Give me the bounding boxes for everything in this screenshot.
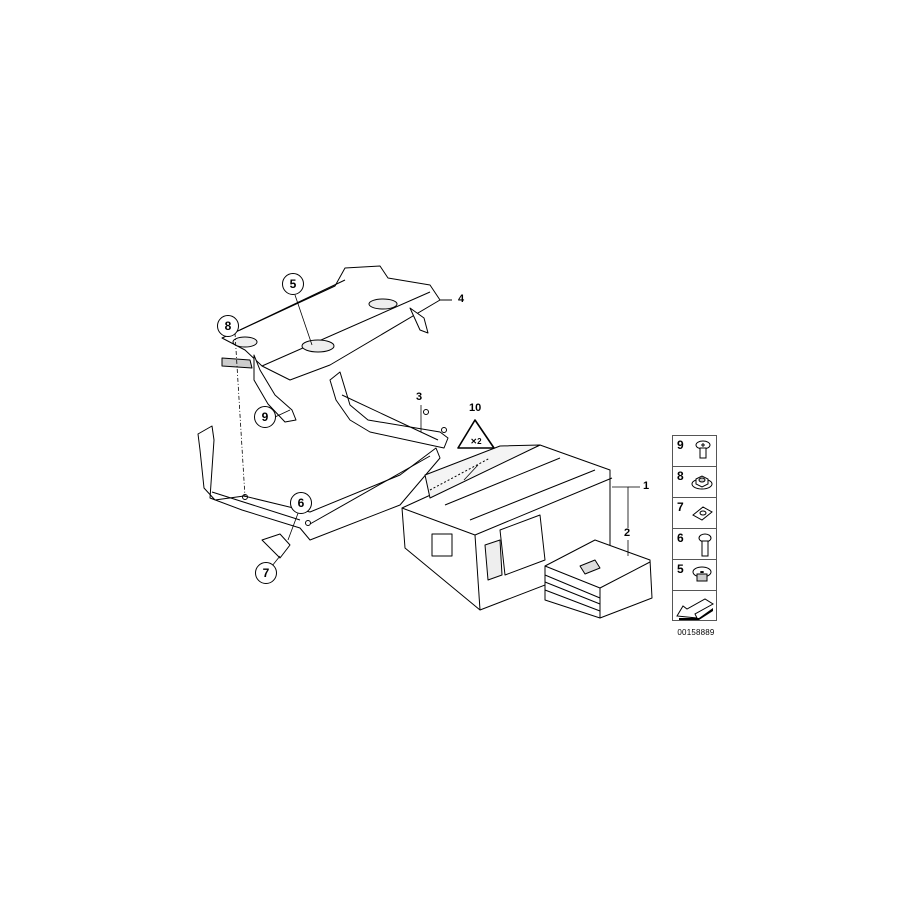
legend-item xyxy=(672,590,717,621)
lower-bracket-drawing xyxy=(197,371,449,559)
legend-label: 9 xyxy=(677,438,684,452)
callout-6: 6 xyxy=(290,492,312,514)
legend-item: 6 xyxy=(672,528,717,559)
callout-2: 2 xyxy=(624,527,631,539)
clip-nut-icon xyxy=(692,506,713,521)
cd-magazine-drawing xyxy=(544,539,653,619)
legend-label: 5 xyxy=(677,562,684,576)
callout-9: 9 xyxy=(254,406,276,428)
screw-icon xyxy=(695,440,711,459)
callout-1: 1 xyxy=(643,480,650,492)
legend-label: 6 xyxy=(677,531,684,545)
support-plate-drawing xyxy=(221,265,452,423)
small-parts-legend: 9 8 7 6 5 xyxy=(672,435,717,621)
callout-5: 5 xyxy=(282,273,304,295)
legend-item: 5 xyxy=(672,559,717,590)
arrow-pointer-icon xyxy=(676,598,714,620)
svg-text:✕2: ✕2 xyxy=(470,437,482,446)
legend-label: 7 xyxy=(677,500,684,514)
expanding-nut-icon xyxy=(692,566,712,582)
callout-8: 8 xyxy=(217,315,239,337)
warning-triangle-icon: ✕2 xyxy=(457,419,495,449)
legend-label: 8 xyxy=(677,469,684,483)
bolt-icon xyxy=(698,533,712,557)
legend-item: 9 xyxy=(672,435,717,466)
legend-item: 7 xyxy=(672,497,717,528)
legend-item: 8 xyxy=(672,466,717,497)
hex-nut-icon xyxy=(691,475,713,490)
callout-3: 3 xyxy=(416,391,423,403)
document-number: 00158889 xyxy=(677,628,715,637)
callout-10: 10 xyxy=(469,402,482,414)
callout-7: 7 xyxy=(255,562,277,584)
callout-4: 4 xyxy=(458,293,465,305)
